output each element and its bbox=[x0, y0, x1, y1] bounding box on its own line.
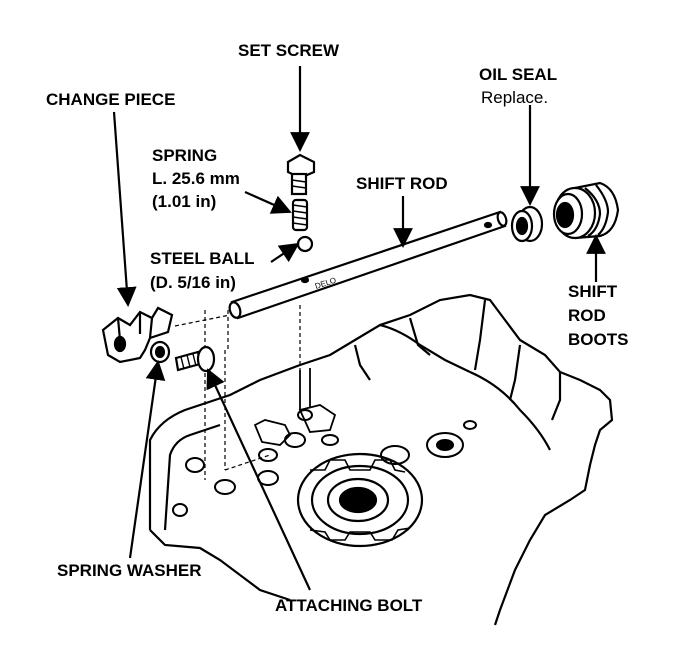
spring-washer-arrow bbox=[128, 360, 166, 559]
shift-rod-boots-label-2: ROD bbox=[568, 306, 606, 325]
spring-length: L. 25.6 mm bbox=[152, 169, 240, 188]
change-piece-label: CHANGE PIECE bbox=[46, 90, 176, 109]
set-screw-label: SET SCREW bbox=[238, 41, 340, 60]
shift-rod-boots-label-1: SHIFT bbox=[568, 282, 618, 301]
oil-seal bbox=[510, 205, 544, 243]
transmission-case bbox=[148, 293, 614, 626]
shift-rod-label: SHIFT ROD bbox=[356, 174, 448, 193]
set-screw bbox=[286, 153, 316, 196]
attaching-bolt-arrow bbox=[206, 368, 311, 591]
change-piece bbox=[101, 306, 174, 364]
steel-ball-label: STEEL BALL bbox=[150, 249, 255, 268]
case-bosses bbox=[253, 368, 337, 446]
spring-washer bbox=[149, 340, 171, 364]
case-holes bbox=[172, 409, 477, 517]
spring-arrow bbox=[244, 190, 292, 214]
attaching-bolt bbox=[174, 345, 216, 373]
oil-seal-note: Replace. bbox=[481, 88, 549, 107]
shift-rod-boots bbox=[552, 181, 620, 240]
spring-label: SPRING bbox=[152, 146, 218, 165]
leader-arrows bbox=[112, 66, 606, 591]
oil-seal-label: OIL SEAL bbox=[479, 65, 558, 84]
shift-rod bbox=[228, 210, 508, 320]
change-piece-arrow bbox=[112, 111, 137, 307]
steel-ball-arrow bbox=[270, 242, 300, 263]
guide-lines bbox=[174, 305, 301, 480]
spring bbox=[291, 198, 309, 232]
steel-ball bbox=[296, 235, 314, 253]
bearing bbox=[296, 452, 424, 548]
spring-washer-label: SPRING WASHER bbox=[57, 561, 202, 580]
attaching-bolt-label: ATTACHING BOLT bbox=[275, 596, 423, 615]
shift-rod-boots-label-3: BOOTS bbox=[568, 330, 629, 349]
steel-ball-dia: (D. 5/16 in) bbox=[150, 273, 236, 292]
spring-length-in: (1.01 in) bbox=[152, 192, 217, 211]
